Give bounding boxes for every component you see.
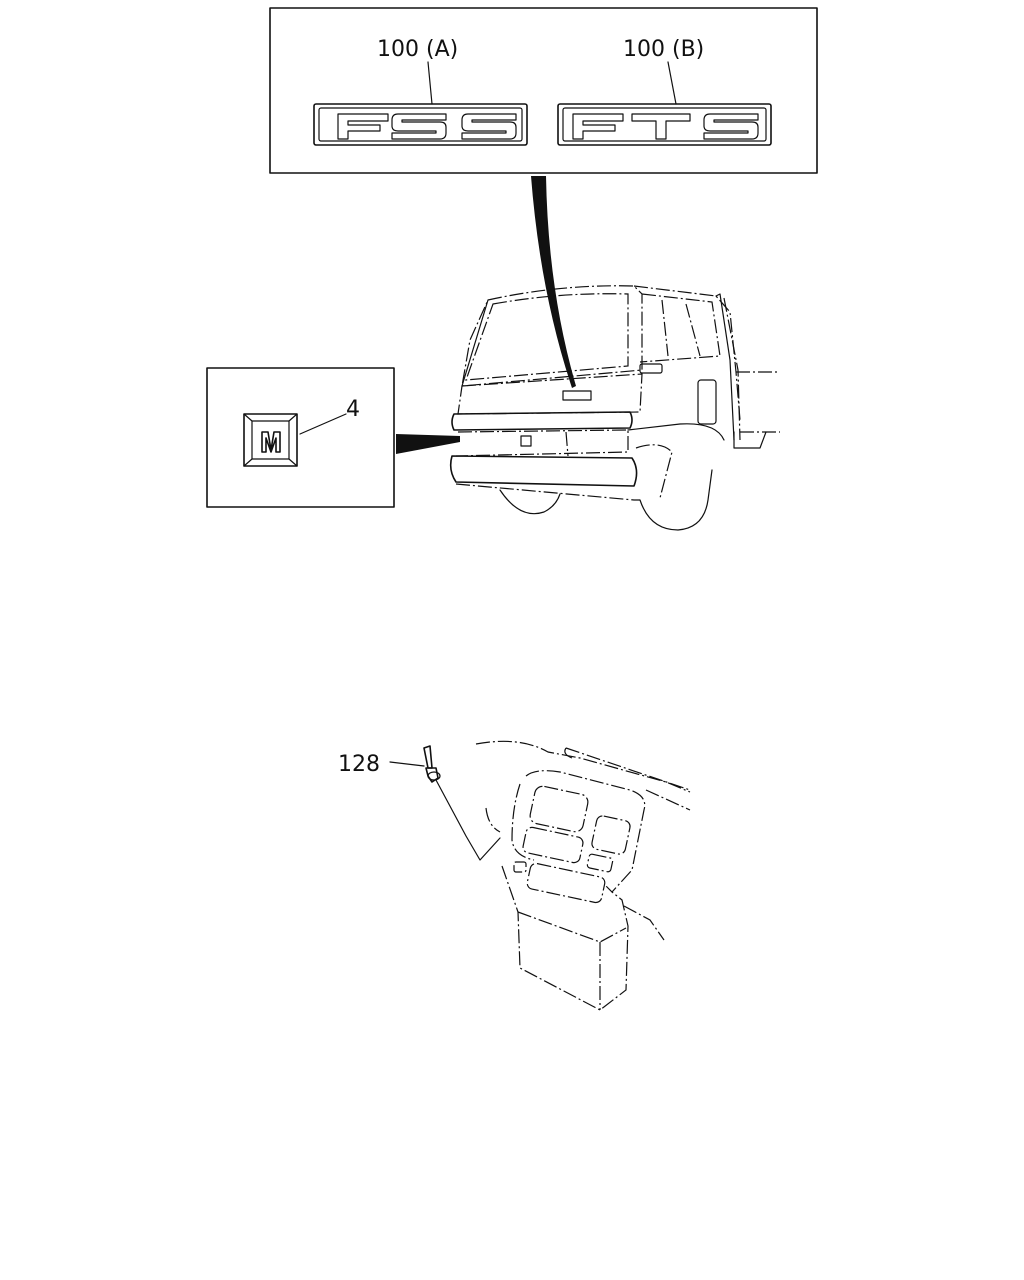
console-illustration [475, 740, 691, 1011]
front-emblem-detail-box: 4 [206, 367, 460, 508]
emblem-fts [557, 103, 772, 146]
callout-100a: 100 (A) [377, 37, 458, 62]
clip-part: 128 [338, 745, 501, 861]
front-emblem [243, 413, 298, 467]
emblem-pointer [531, 176, 576, 388]
emblem-fss [313, 103, 528, 146]
callout-128: 128 [338, 752, 380, 777]
callout-4: 4 [346, 397, 360, 422]
truck-cab-illustration [449, 285, 780, 531]
callout-100b: 100 (B) [623, 37, 704, 62]
emblem-detail-box: 100 (A) 100 (B) [269, 7, 818, 174]
